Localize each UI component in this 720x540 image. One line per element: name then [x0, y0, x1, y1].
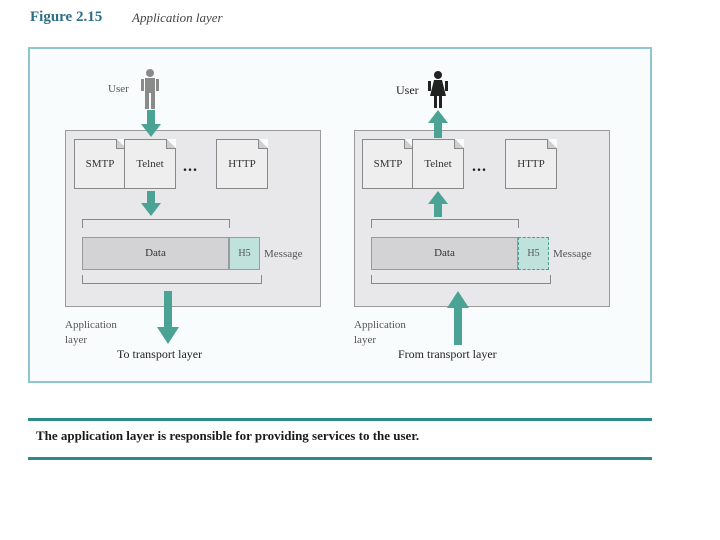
left-header-h5: H5: [229, 237, 260, 270]
left-arrow-down-icon: [141, 191, 161, 216]
left-bottom-label: To transport layer: [117, 347, 203, 361]
right-user-icon: [428, 71, 448, 108]
left-arrow-to-transport-icon: [157, 291, 179, 344]
right-data-box: Data: [371, 237, 518, 270]
right-message-label: Message: [553, 248, 592, 260]
left-layer-label-line2: layer: [65, 334, 87, 346]
caption-band: [28, 418, 652, 460]
right-doc-smtp: SMTP: [362, 139, 414, 189]
left-user-label: User: [108, 83, 129, 95]
left-doc-smtp: SMTP: [74, 139, 126, 189]
left-data-box: Data: [82, 237, 229, 270]
right-arrow-up-icon: [428, 191, 448, 217]
right-layer-label-line1: Application: [354, 319, 406, 331]
right-arrow-from-transport-icon: [447, 291, 469, 345]
left-bottom-bracket: [82, 275, 262, 284]
right-doc-http: HTTP: [505, 139, 557, 189]
right-arrow-up-icon: [428, 110, 448, 138]
right-layer-label-line2: layer: [354, 334, 376, 346]
right-user-label: User: [396, 83, 419, 97]
left-message-label: Message: [264, 248, 303, 260]
right-ellipsis: ...: [472, 158, 487, 175]
figure-title: Application layer: [132, 10, 223, 25]
left-ellipsis: ...: [183, 158, 198, 175]
right-doc-telnet: Telnet: [412, 139, 464, 189]
right-bottom-bracket: [371, 275, 551, 284]
caption-text: The application layer is responsible for…: [36, 428, 420, 443]
left-doc-http: HTTP: [216, 139, 268, 189]
left-doc-telnet: Telnet: [124, 139, 176, 189]
right-top-bracket: [371, 219, 519, 228]
left-top-bracket: [82, 219, 230, 228]
left-arrow-down-icon: [141, 110, 161, 137]
left-user-icon: [141, 69, 159, 109]
figure-number: Figure 2.15: [30, 9, 103, 25]
right-header-h5: H5: [518, 237, 549, 270]
left-layer-label-line1: Application: [65, 319, 117, 331]
right-bottom-label: From transport layer: [398, 347, 497, 361]
